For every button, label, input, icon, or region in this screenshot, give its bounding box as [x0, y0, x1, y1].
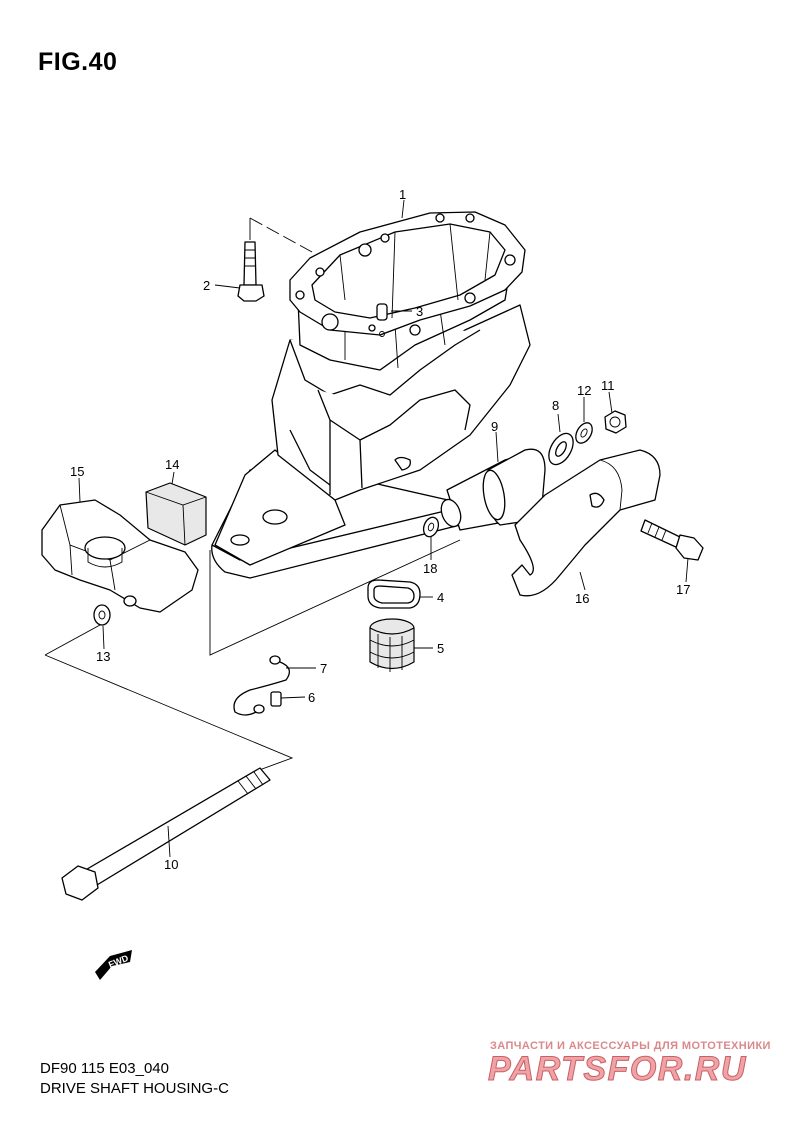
washer-part-12 — [575, 422, 593, 444]
figure-name: DRIVE SHAFT HOUSING-C — [40, 1080, 229, 1097]
figure-title: FIG.40 — [38, 48, 118, 76]
fwd-arrow-icon: FWD — [95, 950, 132, 980]
gasket-part-4 — [367, 579, 421, 609]
long-bolt-part-10 — [61, 767, 271, 901]
callout-13: 13 — [96, 649, 110, 664]
drive-shaft-housing — [211, 211, 531, 579]
callout-6: 6 — [308, 690, 315, 705]
callout-16: 16 — [575, 591, 589, 606]
watermark-tagline: ЗАПЧАСТИ И АКСЕССУАРЫ ДЛЯ МОТОТЕХНИКИ — [490, 1040, 771, 1052]
callout-10: 10 — [164, 857, 178, 872]
bolt-part-2 — [237, 241, 265, 302]
callout-7: 7 — [320, 661, 327, 676]
rubber-pad-part-14 — [145, 482, 207, 546]
watermark-logo: PARTSFOR.RU — [488, 1050, 747, 1089]
callout-4: 4 — [437, 590, 444, 605]
mount-cover-part-16 — [511, 449, 661, 597]
callout-9: 9 — [491, 419, 498, 434]
washer-part-8 — [548, 432, 574, 466]
mount-bracket-part-15 — [41, 499, 199, 613]
figure-code: DF90 115 E03_040 — [40, 1060, 169, 1077]
callout-17: 17 — [676, 582, 690, 597]
callout-11: 11 — [601, 378, 615, 393]
callout-2: 2 — [203, 278, 210, 293]
ground-wire-part-7 — [233, 655, 291, 716]
washer-part-13 — [93, 604, 111, 626]
callout-15: 15 — [70, 464, 84, 479]
bolt-part-17 — [640, 519, 704, 561]
callout-5: 5 — [437, 641, 444, 656]
callout-3: 3 — [416, 304, 423, 319]
callout-numbers: 1 2 3 4 5 6 7 8 9 10 11 12 13 14 15 16 1… — [70, 187, 690, 872]
washer-part-18 — [422, 516, 440, 538]
callout-12: 12 — [577, 383, 591, 398]
nut-part-11 — [604, 410, 627, 434]
callout-14: 14 — [165, 457, 179, 472]
fwd-label: FWD — [107, 953, 130, 970]
callout-18: 18 — [423, 561, 437, 576]
dowel-pin-part-3 — [376, 303, 388, 337]
callout-1: 1 — [399, 187, 406, 202]
callout-leaders — [78, 199, 689, 858]
rubber-bushing-part-9 — [440, 448, 546, 531]
screw-part-6 — [270, 691, 282, 707]
reference-frame-lines — [44, 217, 461, 773]
mount-rubber-part-5 — [369, 618, 415, 672]
callout-8: 8 — [552, 398, 559, 413]
